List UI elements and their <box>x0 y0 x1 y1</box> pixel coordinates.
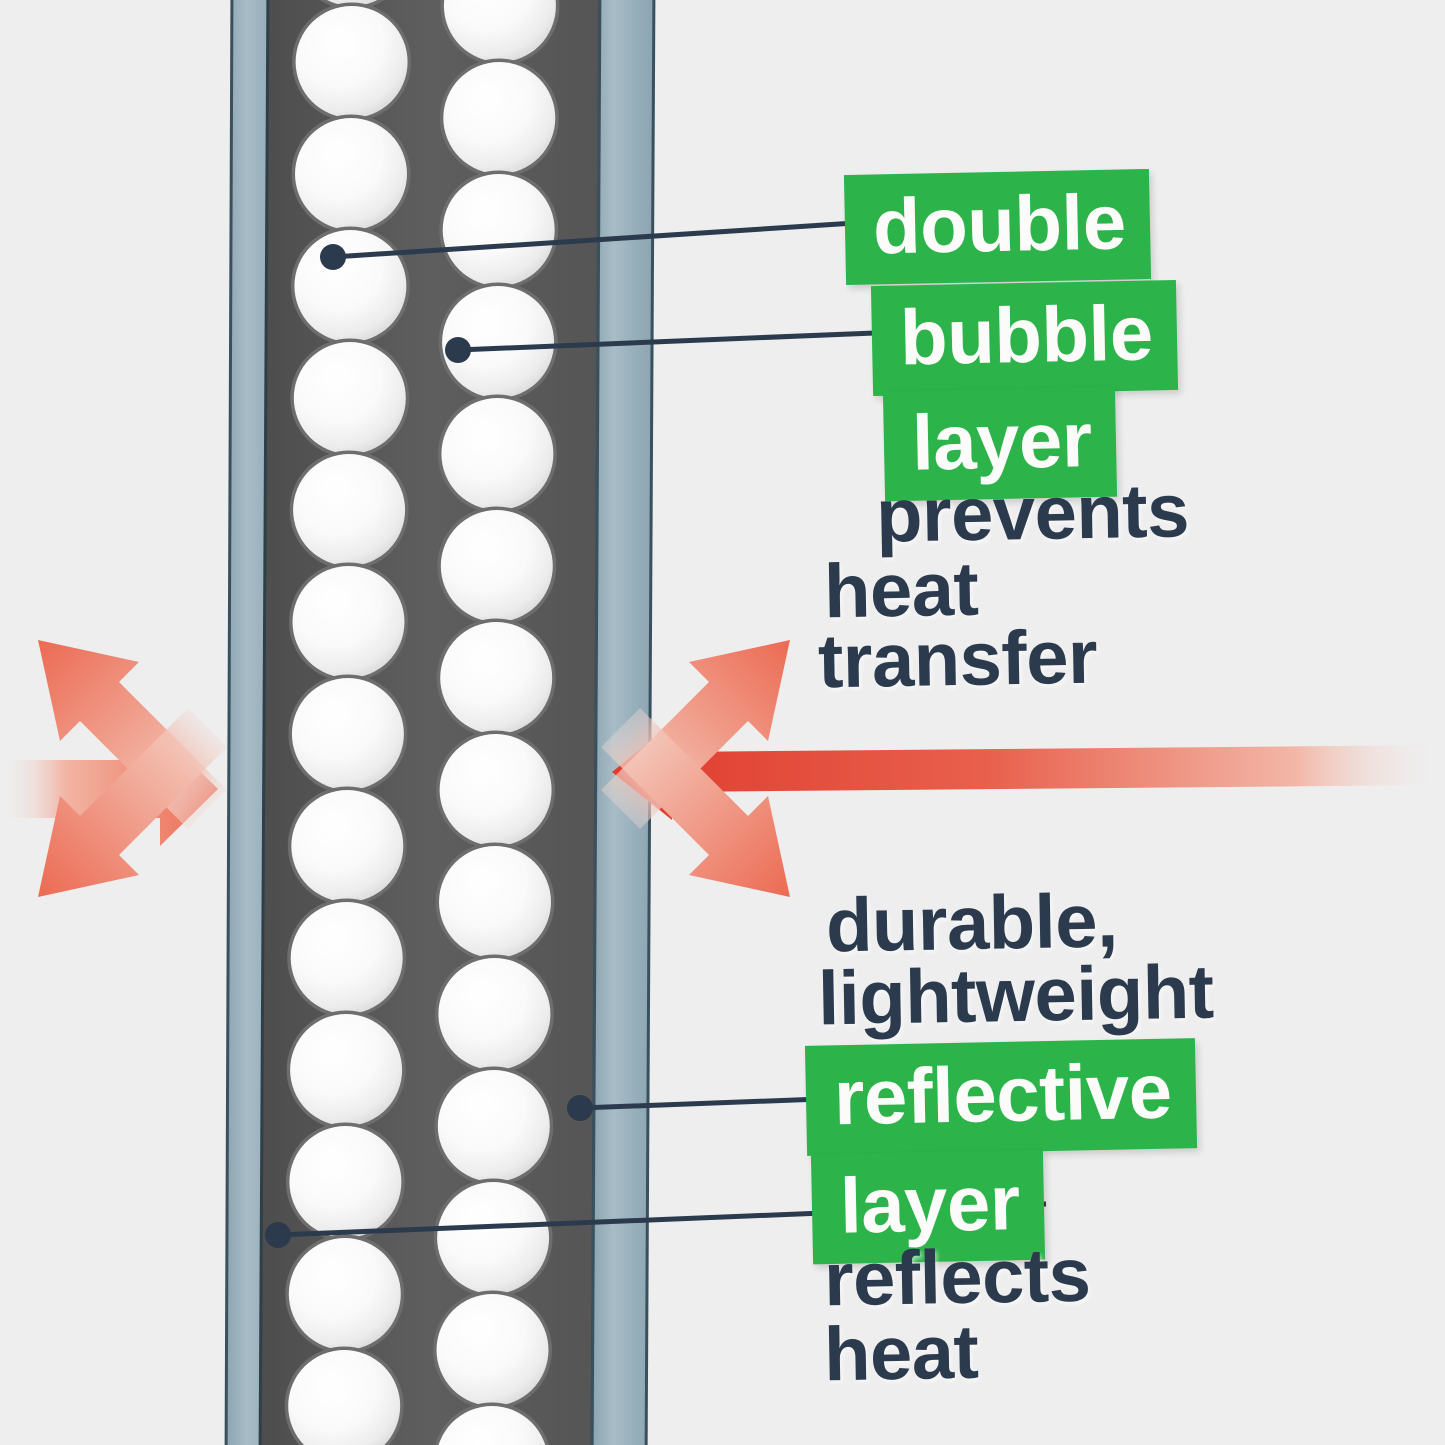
bubble <box>291 790 404 902</box>
bubble <box>437 1182 550 1294</box>
bubble <box>438 958 551 1070</box>
label-reflective-text: reflective <box>804 1038 1197 1156</box>
bubble <box>437 1070 550 1182</box>
label-heat-bottom-text: heat <box>823 1309 980 1398</box>
bubble <box>293 342 406 454</box>
bubble <box>443 0 556 62</box>
bubble <box>292 566 405 678</box>
bubble <box>288 1350 401 1445</box>
callout-dot-reflective-left <box>265 1222 291 1248</box>
bubble-outline <box>432 1402 552 1445</box>
material-cross-section <box>0 0 700 1445</box>
label-bubble-text: bubble <box>870 279 1178 397</box>
bubble <box>291 678 404 790</box>
bubble <box>443 62 556 174</box>
label-reflective: reflective <box>804 1038 1197 1156</box>
label-reflects-text: reflects <box>823 1232 1092 1323</box>
label-prevents-text: prevents <box>875 468 1190 559</box>
label-double: double <box>843 168 1151 286</box>
bubble <box>288 1238 401 1350</box>
bubble-outline <box>284 1346 404 1445</box>
bubble <box>290 1014 403 1126</box>
leader-line-double <box>320 219 871 270</box>
callout-dot-bubble-right <box>445 337 471 363</box>
bubble <box>295 6 408 118</box>
label-lightweight: lightweight <box>817 949 1215 1042</box>
bubble-group <box>284 0 560 1445</box>
bubble-layer-core <box>260 0 600 1445</box>
bubble <box>440 510 553 622</box>
label-transfer: transfer <box>817 614 1098 705</box>
label-transfer-text: transfer <box>817 614 1098 705</box>
leader-line-bubble <box>445 329 899 363</box>
bubble <box>289 1126 402 1238</box>
bubble <box>290 902 403 1014</box>
bubble <box>295 118 407 230</box>
bubble <box>442 174 555 286</box>
bubble <box>441 398 554 510</box>
label-double-text: double <box>843 168 1151 286</box>
label-heat-bottom: heat <box>823 1309 980 1398</box>
bubble <box>436 1294 549 1406</box>
label-lightweight-text: lightweight <box>817 949 1215 1042</box>
label-bubble: bubble <box>870 279 1178 397</box>
bubble <box>439 734 552 846</box>
bubble <box>440 622 553 734</box>
bubble <box>439 846 551 958</box>
callout-dot-reflective-right <box>567 1095 593 1121</box>
label-reflects: reflects <box>823 1232 1092 1323</box>
label-prevents: prevents <box>875 468 1190 559</box>
bubble <box>442 286 555 398</box>
bubble <box>293 454 406 566</box>
callout-dot-bubble-left <box>320 244 346 270</box>
bubble <box>435 1406 548 1445</box>
